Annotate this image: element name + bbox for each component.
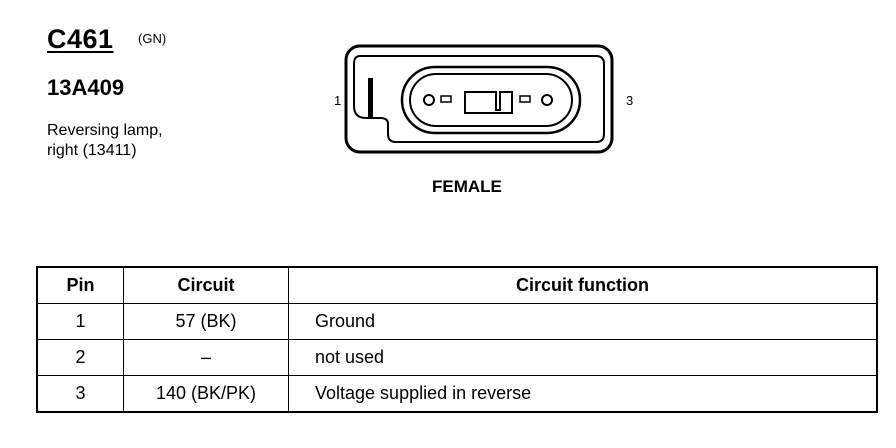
cell-pin: 1 xyxy=(36,303,124,340)
cell-function: Ground xyxy=(288,303,878,340)
table-header-row: Pin Circuit Circuit function xyxy=(36,266,878,304)
connector-color: (GN) xyxy=(138,31,167,46)
center-key xyxy=(464,91,513,114)
pin-1-tab xyxy=(440,95,452,103)
connector-housing-inner xyxy=(353,55,605,143)
cell-pin: 2 xyxy=(36,339,124,376)
connector-housing-outer xyxy=(344,44,614,154)
description-line-2: right (13411) xyxy=(47,142,137,159)
cell-circuit: 140 (BK/PK) xyxy=(123,375,289,413)
table-row: 1 57 (BK) Ground xyxy=(36,303,878,340)
connector-id: C461 xyxy=(47,24,114,54)
connector-gender: FEMALE xyxy=(432,177,502,196)
cell-circuit: 57 (BK) xyxy=(123,303,289,340)
pin-cavity-inner xyxy=(409,73,573,127)
pin-3-tab xyxy=(519,95,531,103)
pin-3-terminal xyxy=(541,94,553,106)
cell-function: Voltage supplied in reverse xyxy=(288,375,878,413)
pin-cavity-outer xyxy=(400,65,582,135)
cell-circuit: – xyxy=(123,339,289,376)
cell-function: not used xyxy=(288,339,878,376)
pin-label-left: 1 xyxy=(334,93,342,108)
description-line-1: Reversing lamp, xyxy=(47,122,163,139)
part-number: 13A409 xyxy=(47,75,125,100)
connector-description: Reversing lamp, right (13411) xyxy=(47,121,247,161)
latch-slot xyxy=(368,78,373,118)
pin-label-right: 3 xyxy=(626,93,634,108)
header-circuit: Circuit xyxy=(123,266,289,304)
connector-face-diagram xyxy=(344,44,614,154)
pin-1-terminal xyxy=(423,94,435,106)
header-function: Circuit function xyxy=(288,266,878,304)
table-row: 2 – not used xyxy=(36,339,878,376)
cell-pin: 3 xyxy=(36,375,124,413)
table-row: 3 140 (BK/PK) Voltage supplied in revers… xyxy=(36,375,878,413)
pin-table: Pin Circuit Circuit function 1 57 (BK) G… xyxy=(36,266,878,413)
header-pin: Pin xyxy=(36,266,124,304)
